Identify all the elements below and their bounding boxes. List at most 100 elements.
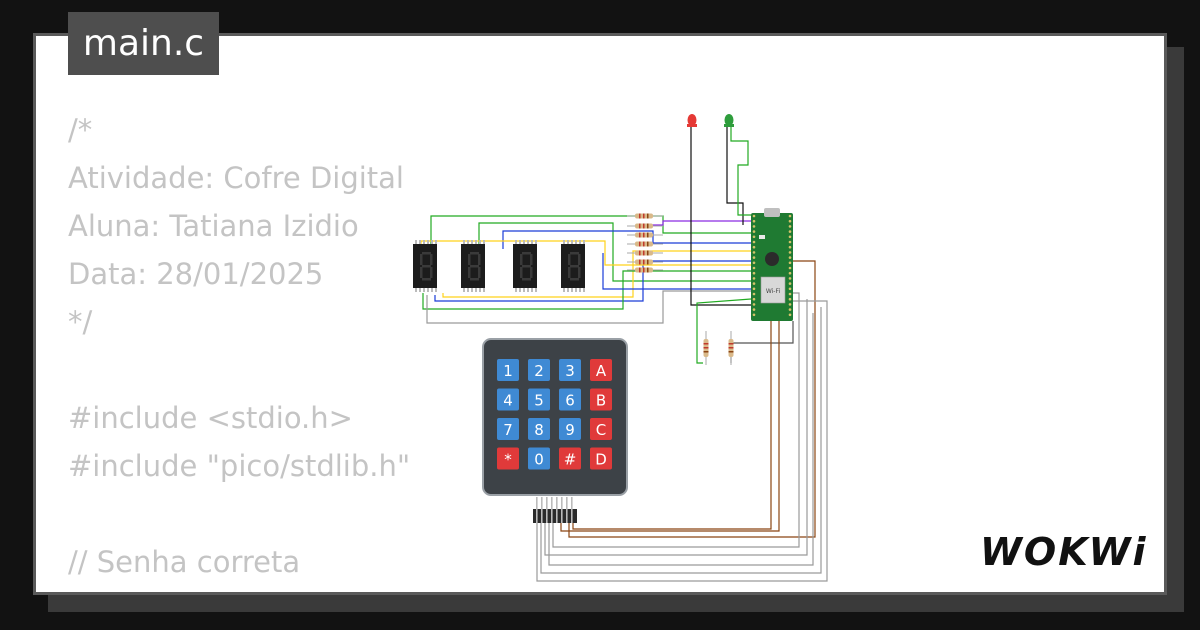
key-a[interactable]: A bbox=[590, 359, 612, 381]
display-pin bbox=[527, 288, 529, 292]
key-1[interactable]: 1 bbox=[497, 359, 519, 381]
header-pin bbox=[556, 497, 558, 523]
segment bbox=[470, 252, 479, 255]
segment bbox=[422, 265, 431, 268]
header-body bbox=[533, 509, 577, 523]
code-line: #include "pico/stdlib.h" bbox=[68, 449, 411, 483]
board-pin bbox=[788, 277, 792, 280]
segment bbox=[468, 267, 471, 278]
segment bbox=[522, 265, 531, 268]
segment bbox=[470, 278, 479, 281]
display-pin bbox=[483, 240, 485, 244]
key-label: B bbox=[596, 392, 606, 410]
board-pin bbox=[788, 282, 792, 285]
board-label: Wi-Fi bbox=[766, 288, 781, 295]
display-pin bbox=[419, 288, 421, 292]
board-pin bbox=[752, 235, 756, 239]
key-cap bbox=[559, 388, 581, 411]
segment bbox=[520, 254, 523, 265]
key-label: 0 bbox=[534, 451, 544, 469]
board-pin bbox=[788, 308, 792, 311]
segment bbox=[478, 267, 481, 278]
wire bbox=[568, 260, 816, 538]
segment bbox=[530, 267, 533, 278]
display-pin bbox=[431, 240, 433, 244]
board-pin bbox=[788, 271, 792, 275]
key-hash[interactable]: # bbox=[559, 447, 581, 470]
board-pin bbox=[752, 225, 756, 228]
resistor-icon bbox=[703, 331, 709, 365]
wire bbox=[572, 321, 772, 530]
segment bbox=[470, 265, 479, 268]
key-star[interactable]: * bbox=[497, 447, 519, 470]
wire bbox=[643, 220, 751, 226]
key-c[interactable]: C bbox=[590, 418, 612, 440]
key-cap bbox=[528, 447, 550, 470]
resistor-band bbox=[643, 232, 645, 238]
resistor-icon bbox=[627, 223, 663, 229]
key-3[interactable]: 3 bbox=[559, 359, 581, 381]
led-icon bbox=[687, 114, 697, 127]
segment bbox=[578, 267, 581, 278]
led-group bbox=[687, 114, 734, 127]
key-0[interactable]: 0 bbox=[528, 447, 550, 470]
segment bbox=[422, 278, 431, 281]
pico-board-icon: Wi-Fi bbox=[751, 208, 793, 321]
resistor-band bbox=[643, 250, 645, 256]
board-pin bbox=[788, 313, 792, 317]
key-2[interactable]: 2 bbox=[528, 359, 550, 381]
display-pin bbox=[467, 288, 469, 292]
key-5[interactable]: 5 bbox=[528, 388, 550, 411]
board-pin bbox=[788, 256, 792, 259]
board-pin bbox=[752, 240, 756, 244]
key-label: 6 bbox=[565, 392, 575, 410]
display-pin bbox=[571, 240, 573, 244]
board-pin bbox=[788, 235, 792, 239]
key-cap bbox=[497, 359, 519, 381]
key-6[interactable]: 6 bbox=[559, 388, 581, 411]
key-label: # bbox=[564, 451, 577, 469]
key-cap bbox=[559, 359, 581, 381]
header-pin bbox=[566, 497, 568, 523]
key-d[interactable]: D bbox=[590, 447, 612, 470]
board-pin bbox=[788, 297, 792, 301]
key-b[interactable]: B bbox=[590, 388, 612, 411]
key-cap bbox=[528, 359, 550, 381]
board-pin bbox=[788, 219, 792, 223]
code-line: Atividade: Cofre Digital bbox=[68, 161, 404, 195]
key-7[interactable]: 7 bbox=[497, 418, 519, 440]
board-pin bbox=[752, 251, 756, 254]
resistor-band bbox=[647, 241, 649, 247]
key-label: * bbox=[504, 451, 512, 469]
wifi-module bbox=[760, 276, 786, 304]
display-pin bbox=[483, 288, 485, 292]
file-tab[interactable]: main.c bbox=[68, 12, 219, 75]
code-line: /* bbox=[68, 113, 93, 147]
board-pin bbox=[752, 303, 756, 306]
display-pin bbox=[427, 288, 429, 292]
display-pin bbox=[519, 240, 521, 244]
keypad-header bbox=[533, 497, 577, 523]
key-cap bbox=[528, 418, 550, 440]
header-pin bbox=[551, 497, 553, 523]
key-4[interactable]: 4 bbox=[497, 388, 519, 411]
seven-segment-icon bbox=[413, 240, 437, 292]
segment bbox=[420, 267, 423, 278]
display-pin bbox=[523, 240, 525, 244]
header-pin bbox=[536, 497, 538, 523]
resistor-band bbox=[639, 241, 641, 247]
display-pin bbox=[567, 288, 569, 292]
key-cap bbox=[590, 418, 612, 440]
seven-segment-icon bbox=[513, 240, 537, 292]
board-pin bbox=[752, 271, 756, 275]
key-8[interactable]: 8 bbox=[528, 418, 550, 440]
key-label: 2 bbox=[534, 362, 544, 380]
board-pin bbox=[788, 251, 792, 254]
resistor-band bbox=[647, 250, 649, 256]
key-9[interactable]: 9 bbox=[559, 418, 581, 440]
key-label: D bbox=[595, 451, 607, 469]
segment bbox=[430, 267, 433, 278]
resistor-band bbox=[703, 343, 709, 345]
segment bbox=[568, 254, 571, 265]
